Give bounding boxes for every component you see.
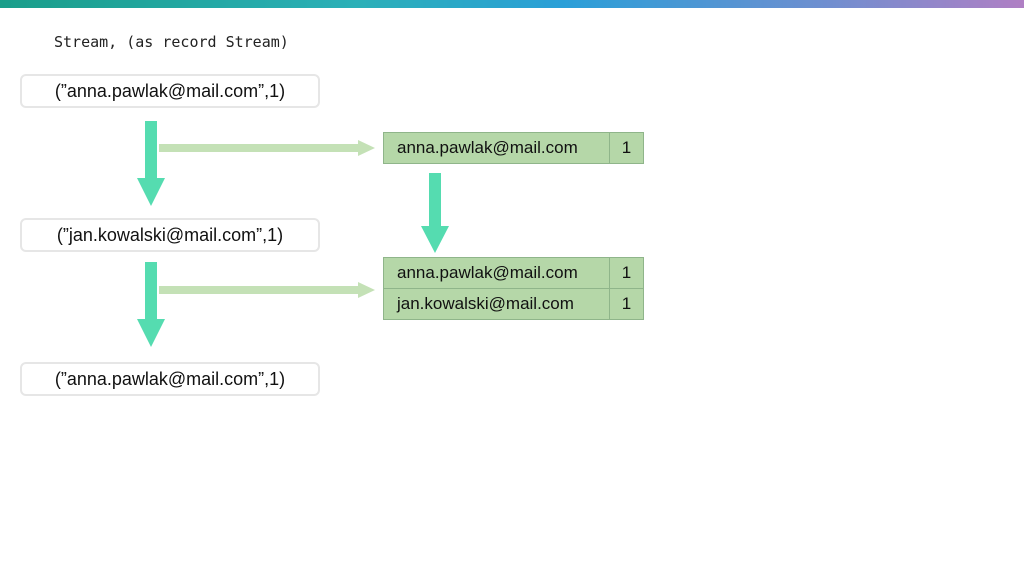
side-arrow-2 [159,282,375,298]
table-row: jan.kowalski@mail.com 1 [383,288,644,320]
table-key-cell: anna.pawlak@mail.com [383,132,610,164]
table-value-cell: 1 [609,288,644,320]
table-key-cell: jan.kowalski@mail.com [383,288,610,320]
table-key-cell: anna.pawlak@mail.com [383,257,610,289]
state-table-1: anna.pawlak@mail.com 1 [383,132,644,164]
stream-record-3-text: (”anna.pawlak@mail.com”,1) [54,368,286,389]
down-arrow-table [421,173,449,253]
table-value-cell: 1 [609,132,644,164]
stream-record-3: (”anna.pawlak@mail.com”,1) [20,362,320,396]
side-arrow-1 [159,140,375,156]
stream-record-2-text: (”jan.kowalski@mail.com”,1) [56,224,284,245]
down-arrow-stream-1 [137,121,165,206]
state-table-2: anna.pawlak@mail.com 1 jan.kowalski@mail… [383,257,644,320]
diagram-caption: Stream, (as record Stream) [54,33,289,51]
table-row: anna.pawlak@mail.com 1 [383,132,644,164]
down-arrow-stream-2 [137,262,165,347]
top-gradient-bar [0,0,1024,8]
table-value-cell: 1 [609,257,644,289]
stream-record-1: (”anna.pawlak@mail.com”,1) [20,74,320,108]
table-row: anna.pawlak@mail.com 1 [383,257,644,289]
stream-record-2: (”jan.kowalski@mail.com”,1) [20,218,320,252]
stream-record-1-text: (”anna.pawlak@mail.com”,1) [54,80,286,101]
